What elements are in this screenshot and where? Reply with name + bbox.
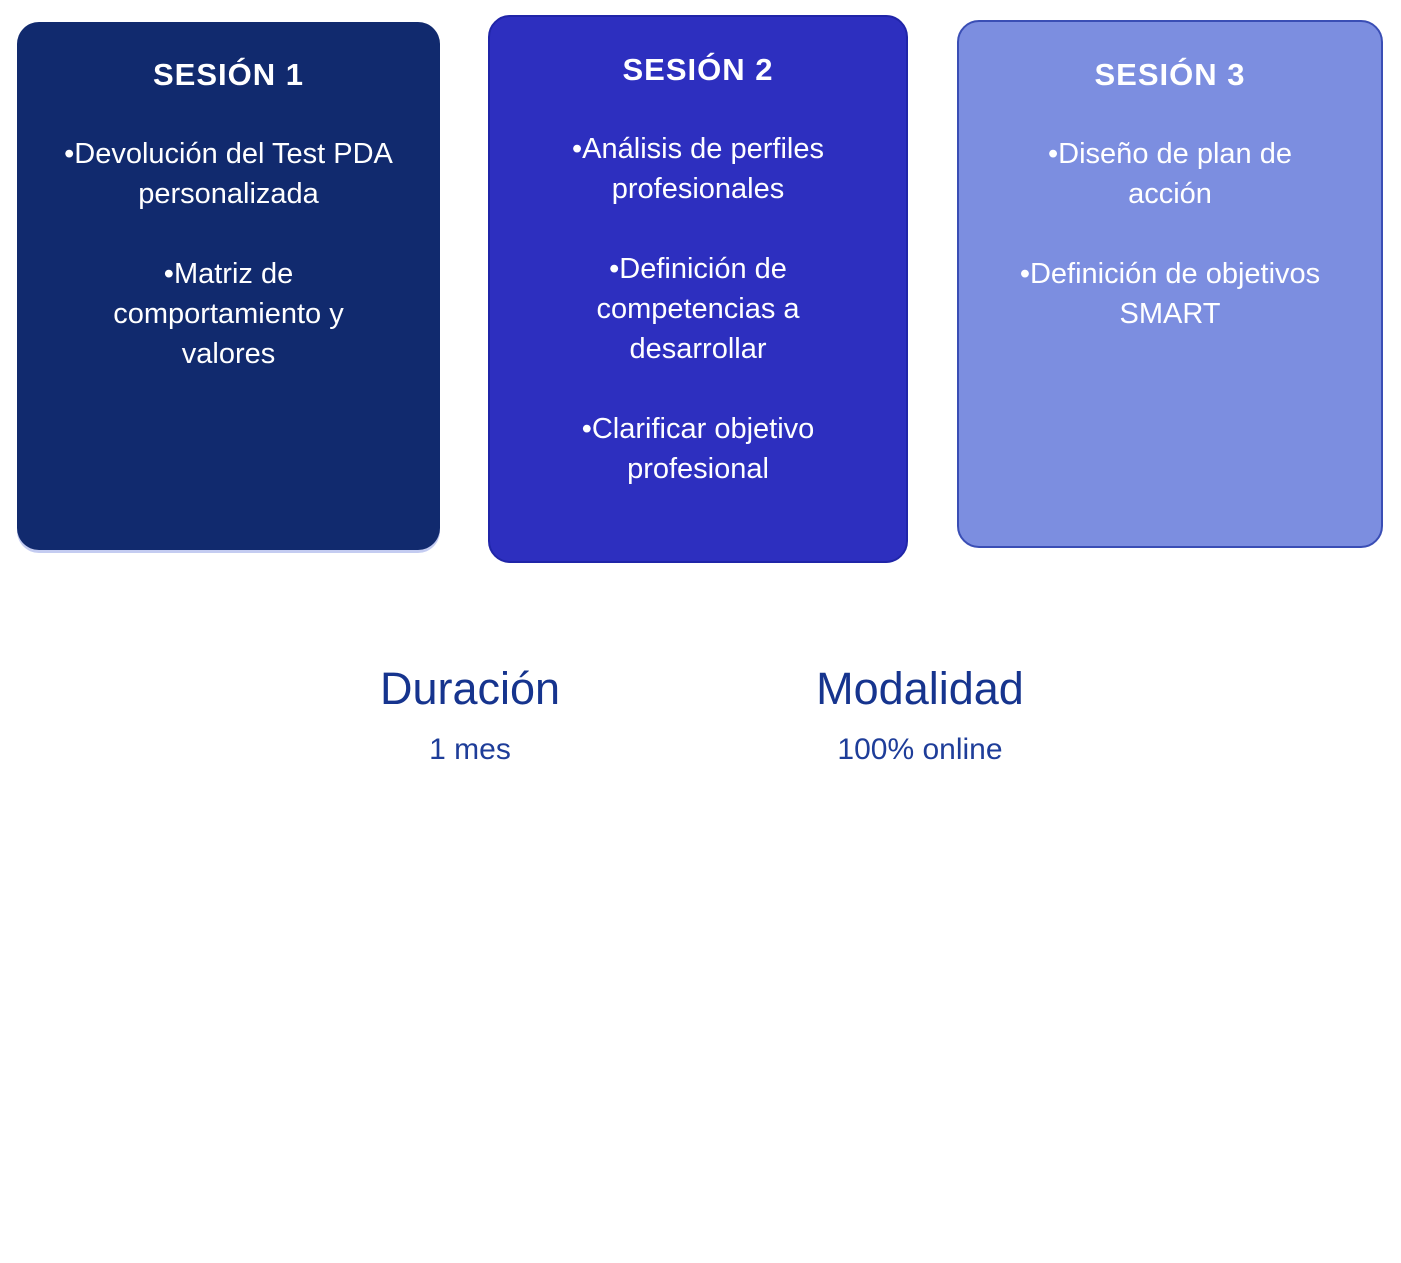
modality-value: 100% online xyxy=(837,733,1003,766)
session-2-bullet-3: Clarificar objetivo profesional xyxy=(533,409,863,489)
session-2-title: SESIÓN 2 xyxy=(622,52,774,87)
session-3-card: SESIÓN 3 Diseño de plan de acción Defini… xyxy=(957,20,1383,548)
session-2-bullet-1: Análisis de perfiles profesionales xyxy=(533,129,863,209)
modality-block: Modalidad 100% online xyxy=(720,663,1120,770)
session-3-bullet-2: Definición de objetivos SMART xyxy=(1005,254,1335,334)
modality-label: Modalidad xyxy=(816,663,1024,714)
duration-block: Duración 1 mes xyxy=(270,663,670,770)
session-1-bullet-2: Matriz de comportamiento y valores xyxy=(64,254,394,374)
session-1-card: SESIÓN 1 Devolución del Test PDA persona… xyxy=(17,22,440,550)
duration-value: 1 mes xyxy=(429,733,511,766)
session-1-title: SESIÓN 1 xyxy=(153,57,304,92)
session-3-bullet-1: Diseño de plan de acción xyxy=(1005,134,1335,214)
session-2-card: SESIÓN 2 Análisis de perfiles profesiona… xyxy=(488,15,908,563)
session-2-bullet-2: Definición de competencias a desarrollar xyxy=(533,249,863,369)
session-1-bullet-1: Devolución del Test PDA personalizada xyxy=(64,134,394,214)
duration-label: Duración xyxy=(379,663,561,714)
session-3-title: SESIÓN 3 xyxy=(1094,57,1246,92)
sessions-row: SESIÓN 1 Devolución del Test PDA persona… xyxy=(0,0,1401,563)
course-details-row: Duración 1 mes Modalidad 100% online xyxy=(0,663,1401,770)
